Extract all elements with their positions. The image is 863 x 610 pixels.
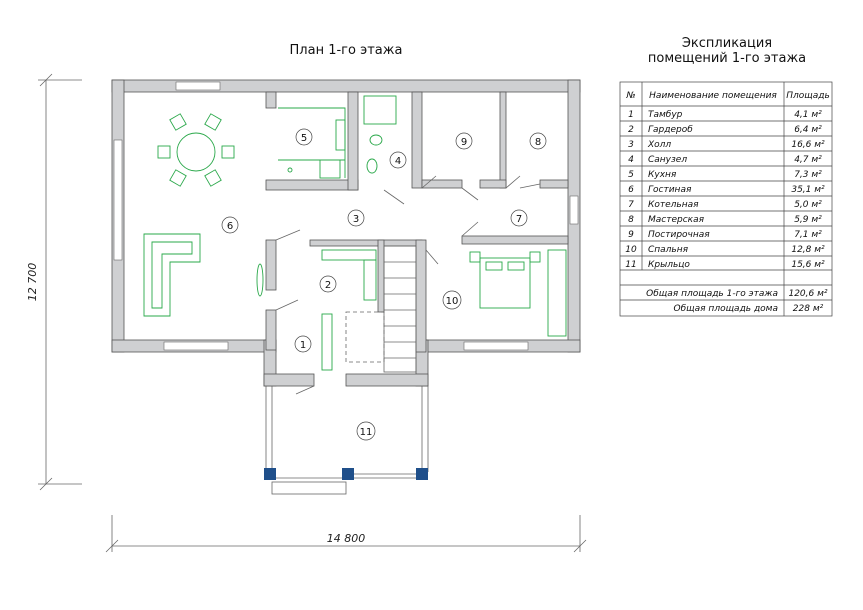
dining-table bbox=[157, 113, 235, 187]
room-marker-2: 2 bbox=[319, 275, 337, 293]
porch-column-middle bbox=[342, 468, 354, 480]
table-row: 6 Гостиная 35,1 м² bbox=[628, 185, 825, 195]
plan-title: План 1-го этажа bbox=[290, 43, 403, 58]
total-floor-label: Общая площадь 1-го этажа bbox=[646, 289, 778, 299]
bedroom-furniture bbox=[469, 249, 567, 337]
svg-text:7,3 м²: 7,3 м² bbox=[794, 170, 822, 180]
room-marker-4: 4 bbox=[389, 151, 407, 169]
svg-text:15,6 м²: 15,6 м² bbox=[791, 260, 825, 270]
svg-text:6,4 м²: 6,4 м² bbox=[794, 125, 822, 135]
svg-text:9: 9 bbox=[628, 230, 634, 240]
kitchen-fixtures bbox=[278, 107, 346, 179]
total-floor-value: 120,6 м² bbox=[788, 289, 827, 299]
svg-text:Тамбур: Тамбур bbox=[648, 110, 683, 120]
room-marker-6: 6 bbox=[221, 216, 239, 234]
svg-text:12,8 м²: 12,8 м² bbox=[791, 245, 825, 255]
svg-text:Спальня: Спальня bbox=[648, 245, 689, 255]
svg-text:4,1 м²: 4,1 м² bbox=[794, 110, 822, 120]
staircase bbox=[345, 245, 417, 373]
svg-text:5,9 м²: 5,9 м² bbox=[794, 215, 822, 225]
svg-text:7: 7 bbox=[628, 200, 634, 210]
svg-text:Гардероб: Гардероб bbox=[648, 125, 693, 135]
svg-text:Крыльцо: Крыльцо bbox=[648, 260, 690, 270]
svg-text:7: 7 bbox=[516, 214, 522, 225]
corner-sofa bbox=[143, 233, 264, 317]
table-row: 7 Котельная 5,0 м² bbox=[628, 200, 822, 210]
svg-text:Кухня: Кухня bbox=[648, 170, 677, 180]
svg-text:11: 11 bbox=[625, 260, 636, 270]
height-dimension-label: 12 700 bbox=[26, 263, 39, 302]
width-dimension: 14 800 bbox=[105, 515, 587, 553]
table-row: 10 Спальня 12,8 м² bbox=[625, 245, 825, 255]
header-name: Наименование помещения bbox=[649, 91, 777, 101]
svg-text:5: 5 bbox=[301, 133, 307, 144]
svg-text:16,6 м²: 16,6 м² bbox=[791, 140, 825, 150]
inner-walls bbox=[265, 91, 569, 353]
room-marker-11: 11 bbox=[356, 421, 376, 441]
table-row: 4 Санузел 4,7 м² bbox=[628, 155, 822, 165]
doors bbox=[275, 175, 541, 395]
header-num: № bbox=[625, 91, 635, 101]
table-row: 3 Холл 16,6 м² bbox=[628, 140, 825, 150]
porch-column-left bbox=[264, 468, 276, 480]
table-row: 9 Постирочная 7,1 м² bbox=[628, 230, 822, 240]
wardrobe-hangers bbox=[321, 249, 377, 371]
outer-walls bbox=[111, 79, 581, 387]
svg-text:1: 1 bbox=[300, 340, 306, 351]
svg-text:5: 5 bbox=[628, 170, 634, 180]
svg-text:Мастерская: Мастерская bbox=[648, 215, 705, 225]
explication-table: № Наименование помещения Площадь 1 Тамбу… bbox=[619, 81, 833, 317]
room-marker-8: 8 bbox=[529, 132, 547, 150]
svg-text:35,1 м²: 35,1 м² bbox=[791, 185, 825, 195]
total-house-label: Общая площадь дома bbox=[674, 304, 778, 314]
svg-text:4: 4 bbox=[395, 156, 401, 167]
table-row: 11 Крыльцо 15,6 м² bbox=[625, 260, 825, 270]
room-marker-7: 7 bbox=[510, 209, 528, 227]
room-marker-9: 9 bbox=[455, 132, 473, 150]
svg-text:Холл: Холл bbox=[647, 140, 671, 150]
svg-text:4,7 м²: 4,7 м² bbox=[794, 155, 822, 165]
room-marker-3: 3 bbox=[347, 209, 365, 227]
header-area: Площадь bbox=[786, 91, 830, 101]
room-marker-5: 5 bbox=[295, 128, 313, 146]
porch bbox=[264, 386, 429, 495]
width-dimension-label: 14 800 bbox=[327, 532, 366, 545]
explication-title-line1: Экспликация bbox=[682, 36, 772, 51]
svg-text:4: 4 bbox=[628, 155, 634, 165]
room-marker-10: 10 bbox=[442, 290, 462, 310]
svg-text:2: 2 bbox=[628, 125, 634, 135]
svg-text:Гостиная: Гостиная bbox=[648, 185, 692, 195]
svg-text:7,1 м²: 7,1 м² bbox=[794, 230, 822, 240]
room-markers: 1 2 3 4 5 6 7 8 9 10 11 bbox=[221, 128, 547, 441]
room-marker-1: 1 bbox=[294, 335, 312, 353]
svg-text:3: 3 bbox=[353, 214, 359, 225]
svg-text:11: 11 bbox=[360, 427, 373, 438]
table-row: 8 Мастерская 5,9 м² bbox=[628, 215, 822, 225]
svg-text:5,0 м²: 5,0 м² bbox=[794, 200, 822, 210]
table-row: 5 Кухня 7,3 м² bbox=[628, 170, 822, 180]
height-dimension: 12 700 bbox=[26, 73, 82, 491]
svg-text:10: 10 bbox=[446, 296, 459, 307]
svg-text:9: 9 bbox=[461, 137, 467, 148]
svg-text:1: 1 bbox=[628, 110, 634, 120]
table-row: 1 Тамбур 4,1 м² bbox=[628, 110, 822, 120]
total-house-value: 228 м² bbox=[793, 304, 824, 314]
porch-column-right bbox=[416, 468, 428, 480]
svg-text:8: 8 bbox=[535, 137, 541, 148]
explication-title-line2: помещений 1-го этажа bbox=[648, 51, 806, 66]
svg-text:Котельная: Котельная bbox=[648, 200, 699, 210]
svg-text:2: 2 bbox=[325, 280, 331, 291]
svg-text:Постирочная: Постирочная bbox=[648, 230, 710, 240]
bathroom-fixtures bbox=[363, 95, 397, 174]
svg-text:10: 10 bbox=[625, 245, 637, 255]
svg-text:8: 8 bbox=[628, 215, 634, 225]
svg-text:6: 6 bbox=[628, 185, 634, 195]
svg-text:Санузел: Санузел bbox=[648, 155, 687, 165]
svg-text:6: 6 bbox=[227, 221, 233, 232]
svg-text:3: 3 bbox=[628, 140, 634, 150]
table-row: 2 Гардероб 6,4 м² bbox=[628, 125, 822, 135]
